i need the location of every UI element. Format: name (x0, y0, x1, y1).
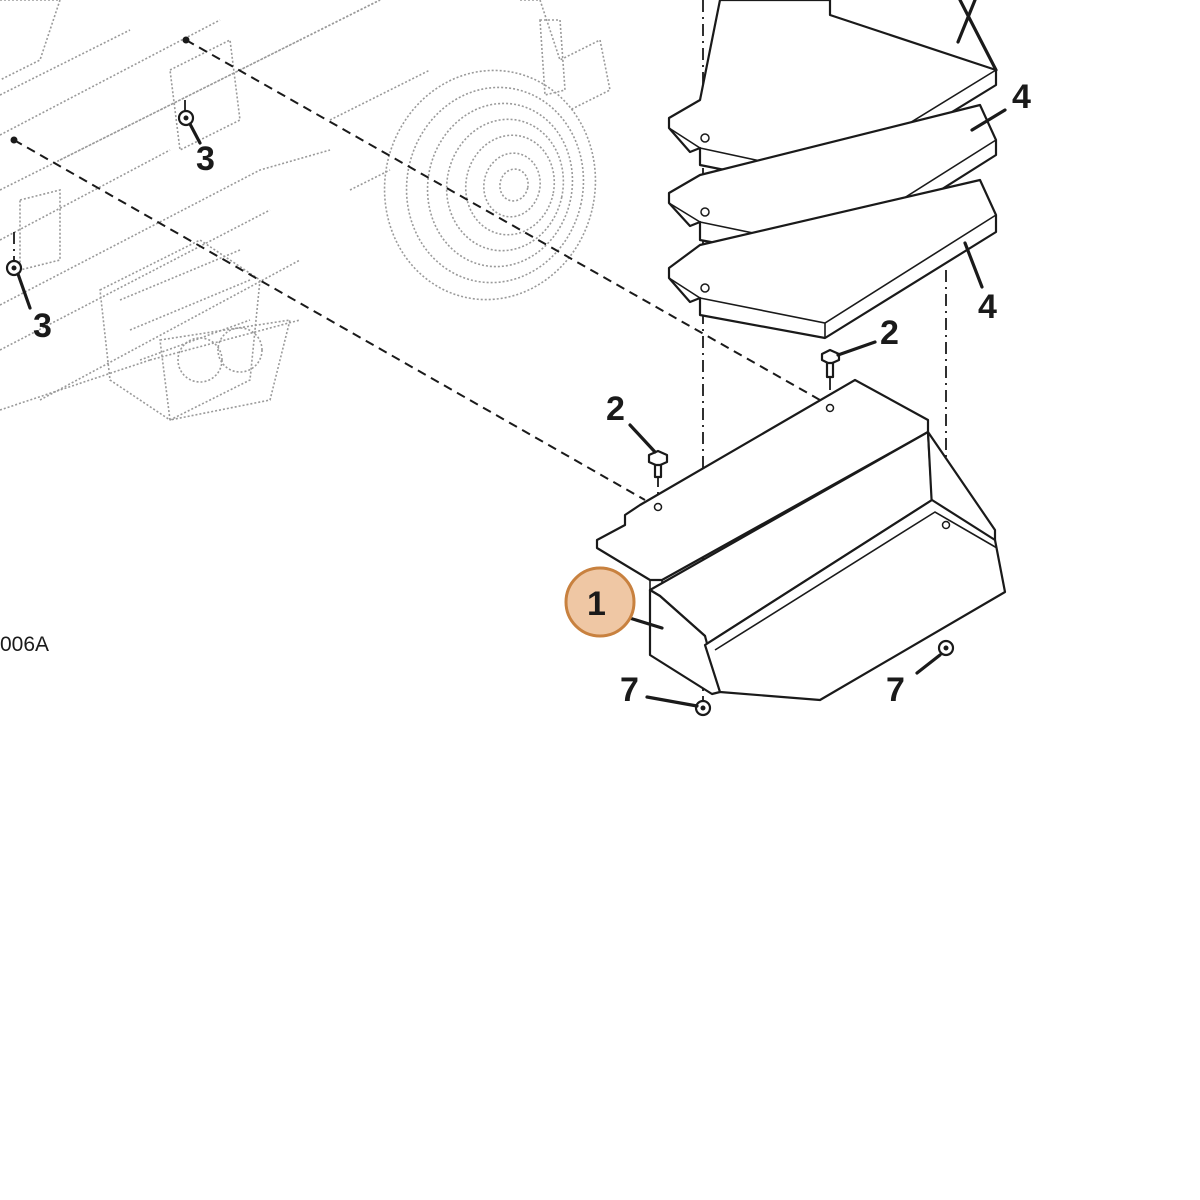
callout-4: 4 (978, 288, 997, 326)
wheel-ghost (383, 19, 597, 301)
callout-2: 2 (880, 314, 899, 352)
bolt-icon (820, 348, 841, 379)
weight-plate-bottom (667, 178, 998, 340)
bolt-icon (647, 449, 669, 479)
callout-highlight (564, 566, 636, 638)
hole-marker (182, 36, 190, 44)
figure-reference: 006A (0, 633, 49, 656)
callout-2: 2 (606, 390, 625, 428)
weight-plate-top (667, 0, 998, 192)
leader-lines (16, 0, 1007, 708)
nut-icon (177, 109, 195, 127)
nut-icon (937, 639, 955, 657)
mower-frame-ghost (0, 0, 611, 421)
callout-4: 4 (1012, 78, 1031, 116)
nut-icon (5, 259, 23, 277)
hitch-bracket (595, 378, 1007, 702)
callout-1: 1 (587, 585, 606, 623)
callout-3: 3 (33, 307, 52, 345)
callout-7: 7 (886, 671, 905, 709)
callout-3: 3 (196, 140, 215, 178)
nut-icon (694, 699, 712, 717)
callout-7: 7 (620, 671, 639, 709)
hole-marker (10, 136, 18, 144)
